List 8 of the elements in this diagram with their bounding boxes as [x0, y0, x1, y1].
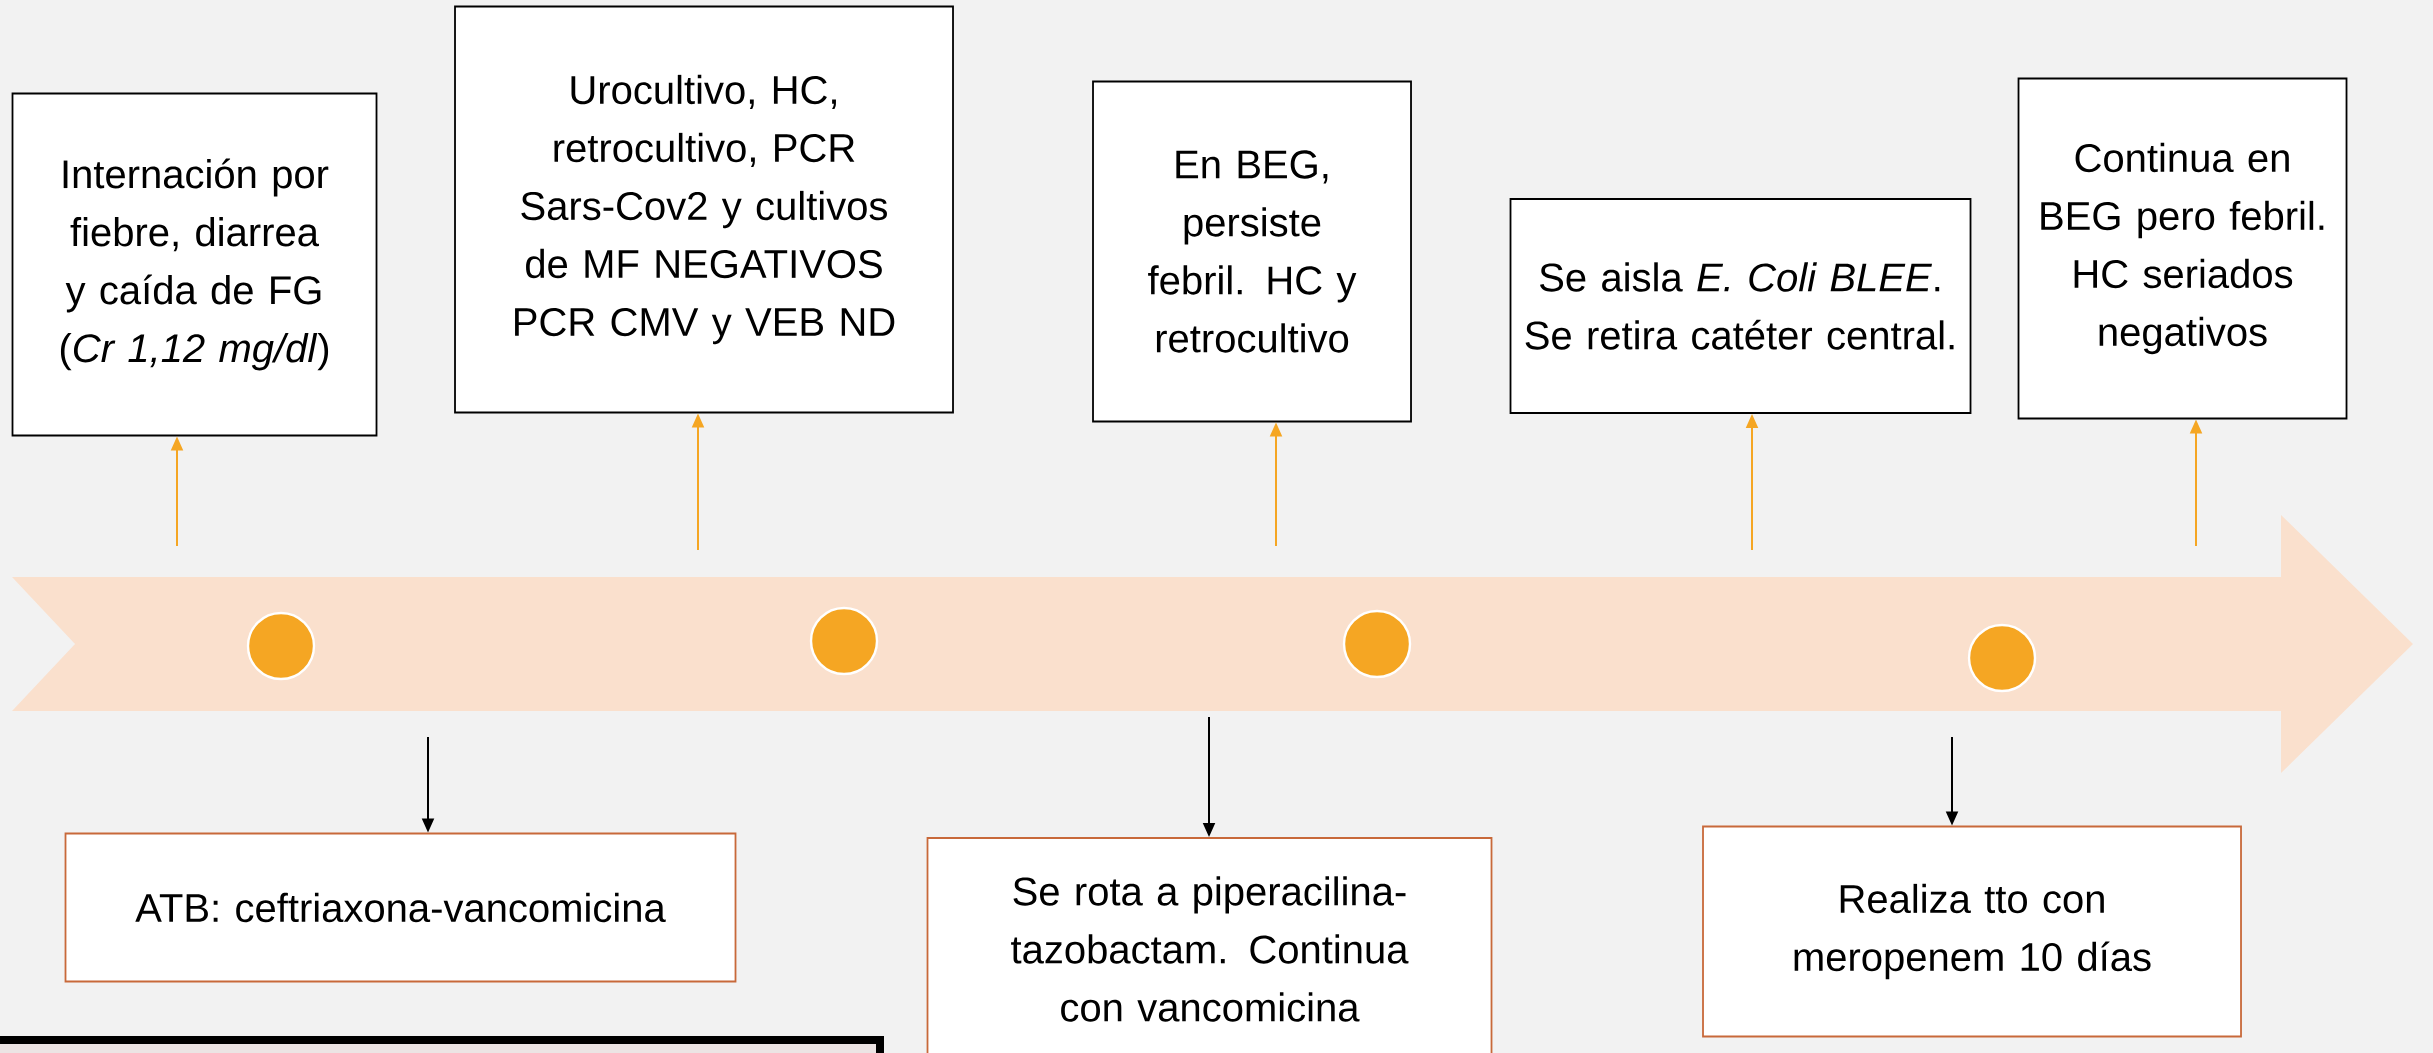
event-box: ATB: ceftriaxona-vancomicina — [64, 832, 737, 983]
event-box: Internación por fiebre, diarrea y caída de FG (Cr 1,12 mg/dl) — [11, 92, 378, 437]
event-box: Continua en BEG pero febril. HC seriados negativos — [2017, 77, 2348, 420]
event-box: En BEG, persiste febril. HC y retrocultivo — [1092, 80, 1412, 423]
event-box: Urocultivo, HC, retrocultivo, PCR Sars-Cov2 y cultivos de MF NEGATIVOS PCR CMV y VEB ND — [454, 5, 954, 414]
event-box: Realiza tto con meropenem 10 días — [1702, 825, 2242, 1038]
event-box: Se rota a piperacilina-tazobactam. Continua con vancomicina — [926, 837, 1493, 1053]
event-box: Se aisla E. Coli BLEE. Se retira catéter central. — [1509, 198, 1972, 414]
